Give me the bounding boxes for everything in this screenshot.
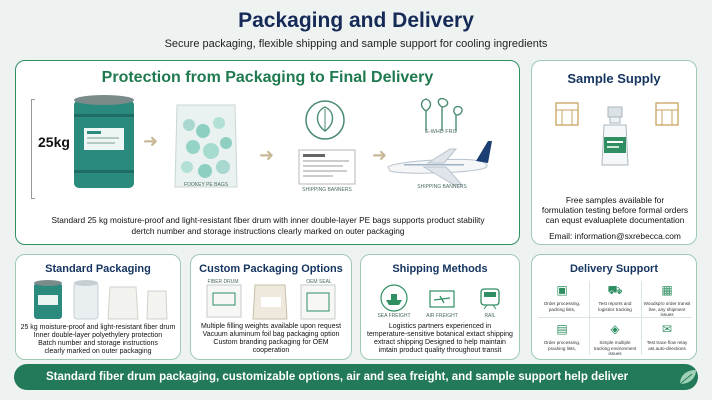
custom-pack-icon: [206, 284, 336, 320]
airplane-icon: [387, 141, 492, 186]
flow-arrow-icon: ➜: [372, 145, 388, 165]
box-icon: ▦: [661, 283, 673, 297]
ship-icon-label-1: SEA FREIGHT: [377, 313, 411, 319]
delivery-item: ▣ Order processing, packing lists,: [543, 283, 581, 312]
custom-line-1: Multiple filling weights available upon …: [200, 323, 342, 330]
plant-caption: E-WHD FRG: [425, 129, 457, 135]
product-label-icon: [298, 149, 356, 185]
fiber-drum-icon: [74, 95, 134, 188]
delivery-item: ◈ Simple multiple tracking environment i…: [593, 322, 637, 356]
packaging-description-2: dertch number and storage instructions c…: [131, 226, 405, 236]
protection-title: Protection from Packaging to Final Deliv…: [101, 69, 434, 86]
standard-line-1: 25 kg moisture-proof and light-resistant…: [20, 324, 176, 331]
ship-icon-label-2: AIR FREIGHT: [426, 313, 458, 319]
custom-tag-2: OEM SEAL: [306, 279, 332, 285]
flow-arrow-icon: ➜: [143, 131, 159, 151]
page-title: Packaging and Delivery: [238, 9, 474, 32]
delivery-item: ▦ Woodspro order transit live, any shipm…: [643, 283, 691, 317]
custom-line-2: Vacuum aluminum foil bag packaging optio…: [202, 331, 340, 338]
custom-line-3: Custom branding packaging for OEM: [213, 339, 329, 346]
shipping-line-4: imtain product quality throughout transi…: [378, 347, 502, 354]
shipping-line-3: extract shipping Designed to help mainta…: [374, 339, 506, 346]
plane-small-icon: [429, 290, 455, 308]
label-caption: SHIPPING BANNERS: [302, 187, 352, 193]
pe-bag-icon: [174, 104, 238, 188]
storefront-icon: [555, 102, 579, 126]
sample-text-3: can equst evaluaplete documentation: [545, 215, 685, 225]
shipping-methods-card: Shipping Methods SEA FREIGHT AIR FREIGHT…: [360, 254, 520, 360]
truck-icon: ⛟: [607, 283, 623, 297]
delivery-item: ▤ Order processing, pracking lists,: [543, 322, 581, 351]
sample-bottle-icon: [601, 106, 629, 166]
packaging-description-1: Standard 25 kg moisture-proof and light-…: [51, 215, 485, 225]
sample-supply-card: Sample Supply Free samples available for…: [531, 60, 697, 245]
leaf-circle-icon: [305, 100, 345, 140]
weight-label: 25kg: [38, 134, 70, 150]
sample-email[interactable]: Email: information@sxrebecca.com: [549, 231, 681, 241]
document-icon: ▤: [556, 322, 568, 336]
standard-packaging-title: Standard Packaging: [45, 263, 151, 275]
shipping-line-2: temperature-sensitive botanical extact s…: [367, 331, 513, 338]
sample-text-2: formulation testing before formal orders: [541, 205, 689, 215]
custom-line-4: cooperation: [252, 347, 290, 354]
bag-caption: FOOKEY PE BAGS: [183, 182, 229, 188]
standard-line-3: Batch number and storage instructions: [38, 340, 158, 347]
weight-bracket: [31, 99, 35, 199]
lock-icon: ▣: [556, 283, 568, 297]
sample-title: Sample Supply: [567, 71, 661, 86]
page-subtitle: Secure packaging, flexible shipping and …: [164, 38, 548, 50]
ship-icon-label-3: RAIL: [484, 313, 496, 319]
sample-text-1: Free samples available for: [565, 195, 665, 205]
delivery-support-card: Delivery Support ▣ Order processing, pac…: [531, 254, 697, 360]
shipping-line-1: Logistics partners experienced in: [388, 323, 492, 330]
delivery-support-title: Delivery Support: [569, 263, 659, 275]
standard-line-2: Inner double-layer polyethylery protecti…: [33, 332, 163, 339]
storefront-icon: [655, 102, 679, 126]
protection-card: Protection from Packaging to Final Deliv…: [15, 60, 520, 245]
custom-tag-1: FIBER DRUM: [207, 279, 239, 285]
delivery-item: ⛟ Test reports and logistics tracking: [598, 283, 632, 312]
mail-icon: ✉: [661, 322, 673, 336]
flow-arrow-icon: ➜: [259, 145, 275, 165]
custom-packaging-title: Custom Packaging Options: [199, 263, 343, 275]
leaf-decoration-icon: [679, 370, 696, 385]
train-icon: [480, 288, 500, 310]
plane-caption: SHIPPING BANNERS: [417, 184, 467, 190]
ship-icon: [380, 284, 408, 312]
shield-icon: ◈: [610, 322, 620, 336]
shipping-methods-title: Shipping Methods: [392, 263, 488, 275]
standard-line-4: clearly marked on outer packaging: [44, 348, 152, 355]
standard-packaging-card: Standard Packaging 25 kg moisture-proof …: [15, 254, 181, 360]
footer-banner: Standard fiber drum packaging, customiza…: [14, 364, 698, 390]
plant-icon: [420, 97, 463, 131]
drum-row-icon: [34, 280, 168, 320]
delivery-item: ✉ Test trace flow relay ast.auto-directi…: [646, 322, 688, 351]
custom-packaging-card: Custom Packaging Options FIBER DRUM OEM …: [190, 254, 352, 360]
